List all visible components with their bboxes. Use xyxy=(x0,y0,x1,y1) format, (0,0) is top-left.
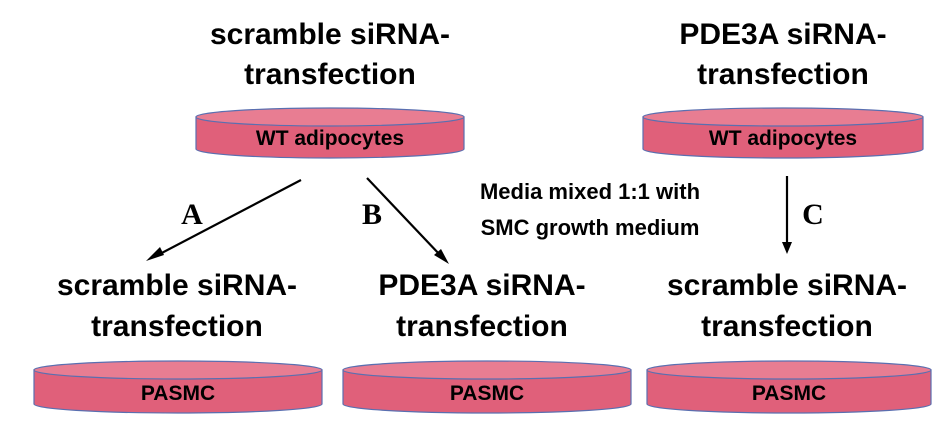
source-1-dish: WT adipocytes xyxy=(195,107,465,159)
target-3: scramble siRNA- transfection PASMC xyxy=(646,269,932,414)
target-2-title-line-2: transfection xyxy=(396,310,568,343)
source-1-title-line-2: transfection xyxy=(244,58,416,91)
target-1-title-line-2: transfection xyxy=(91,310,263,343)
target-2: PDE3A siRNA- transfection PASMC xyxy=(342,269,632,414)
media-note: Media mixed 1:1 with SMC growth medium xyxy=(480,179,700,240)
source-1: scramble siRNA- transfection WT adipocyt… xyxy=(195,18,465,159)
media-note-line-2: SMC growth medium xyxy=(481,215,700,240)
target-1-title-line-1: scramble siRNA- xyxy=(57,269,297,302)
target-2-title-line-1: PDE3A siRNA- xyxy=(378,269,585,302)
target-3-dish-rim xyxy=(646,360,932,380)
source-2-dish-label: WT adipocytes xyxy=(709,127,857,150)
source-2: PDE3A siRNA- transfection WT adipocytes xyxy=(642,18,924,159)
source-2-dish: WT adipocytes xyxy=(642,107,924,159)
target-3-dish-side xyxy=(646,369,932,414)
target-2-dish-side xyxy=(342,369,632,414)
source-2-title-line-2: transfection xyxy=(697,58,869,91)
arrow-b-label: B xyxy=(362,198,382,231)
source-1-dish-label: WT adipocytes xyxy=(256,127,404,150)
target-3-dish-label: PASMC xyxy=(752,382,826,405)
arrow-a-head xyxy=(146,247,164,261)
target-1-dish-side xyxy=(33,369,323,414)
arrow-b: B xyxy=(362,177,449,264)
target-1-dish-label: PASMC xyxy=(141,382,215,405)
arrow-b-line xyxy=(366,177,442,257)
target-1-dish: PASMC xyxy=(33,360,323,414)
target-2-dish-rim xyxy=(342,360,632,380)
source-1-dish-side xyxy=(195,116,465,159)
target-3-title-line-2: transfection xyxy=(701,310,873,343)
arrow-a-line xyxy=(155,179,302,257)
target-2-dish-label: PASMC xyxy=(450,382,524,405)
media-note-line-1: Media mixed 1:1 with xyxy=(480,179,700,204)
source-2-dish-rim xyxy=(642,107,924,127)
arrow-b-head xyxy=(434,249,449,264)
target-3-dish: PASMC xyxy=(646,360,932,414)
arrow-c: C xyxy=(782,176,824,254)
target-3-title-line-1: scramble siRNA- xyxy=(667,269,907,302)
arrow-c-head xyxy=(782,242,792,254)
source-2-title-line-1: PDE3A siRNA- xyxy=(679,18,886,51)
source-2-dish-side xyxy=(642,116,924,159)
target-1-dish-rim xyxy=(33,360,323,380)
arrow-a-label: A xyxy=(181,198,203,231)
source-1-dish-rim xyxy=(195,107,465,127)
arrow-c-label: C xyxy=(802,198,824,231)
target-1: scramble siRNA- transfection PASMC xyxy=(33,269,323,414)
source-1-title-line-1: scramble siRNA- xyxy=(210,18,450,51)
arrow-a: A xyxy=(146,179,302,261)
target-2-dish: PASMC xyxy=(342,360,632,414)
